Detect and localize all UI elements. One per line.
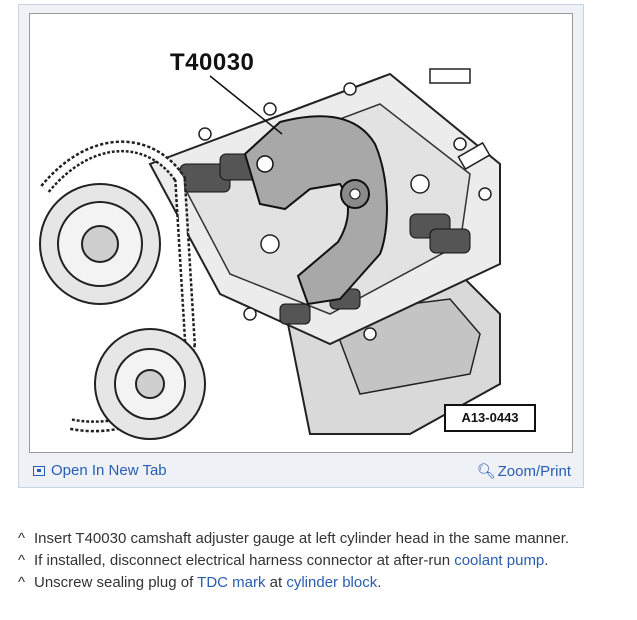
figure-panel: T40030 A13-0443 Open In New Tab 🔍︎Zoom/P… xyxy=(18,4,584,488)
open-in-new-tab-icon xyxy=(33,466,45,476)
tool-callout-label: T40030 xyxy=(170,49,255,76)
step-text-end: . xyxy=(377,574,382,591)
step-item: ^ Unscrew sealing plug of TDC mark at cyl… xyxy=(18,574,618,591)
step-item: ^ If installed, disconnect electrical har… xyxy=(18,552,618,569)
magnifier-icon: 🔍︎ xyxy=(476,463,496,480)
cylinder-block-link[interactable]: cylinder block xyxy=(286,574,378,591)
step-text-mid: at xyxy=(265,574,287,591)
tdc-mark-link[interactable]: TDC mark xyxy=(197,574,266,591)
zoom-print-label: Zoom/Print xyxy=(497,463,571,480)
open-in-new-tab-label: Open In New Tab xyxy=(51,462,167,479)
procedure-steps: ^ Insert T40030 camshaft adjuster gauge a… xyxy=(18,530,618,596)
step-text: If installed, disconnect electrical harn… xyxy=(34,552,455,569)
step-text: Unscrew sealing plug of xyxy=(34,574,198,591)
step-marker: ^ xyxy=(18,574,26,591)
open-in-new-tab-link[interactable]: Open In New Tab xyxy=(33,462,167,479)
zoom-print-link[interactable]: 🔍︎Zoom/Print xyxy=(477,462,571,480)
coolant-pump-link[interactable]: coolant pump xyxy=(454,552,545,569)
step-marker: ^ xyxy=(18,552,26,569)
figure-reference-label: A13-0443 xyxy=(444,404,536,432)
step-marker: ^ xyxy=(18,530,26,547)
step-text-end: . xyxy=(544,552,549,569)
step-item: ^ Insert T40030 camshaft adjuster gauge a… xyxy=(18,530,618,547)
figure-footer: Open In New Tab 🔍︎Zoom/Print xyxy=(29,460,575,482)
engine-illustration: T40030 A13-0443 xyxy=(29,13,573,453)
engine-drawing xyxy=(39,68,501,440)
step-text: Insert T40030 camshaft adjuster gauge at… xyxy=(34,530,570,547)
